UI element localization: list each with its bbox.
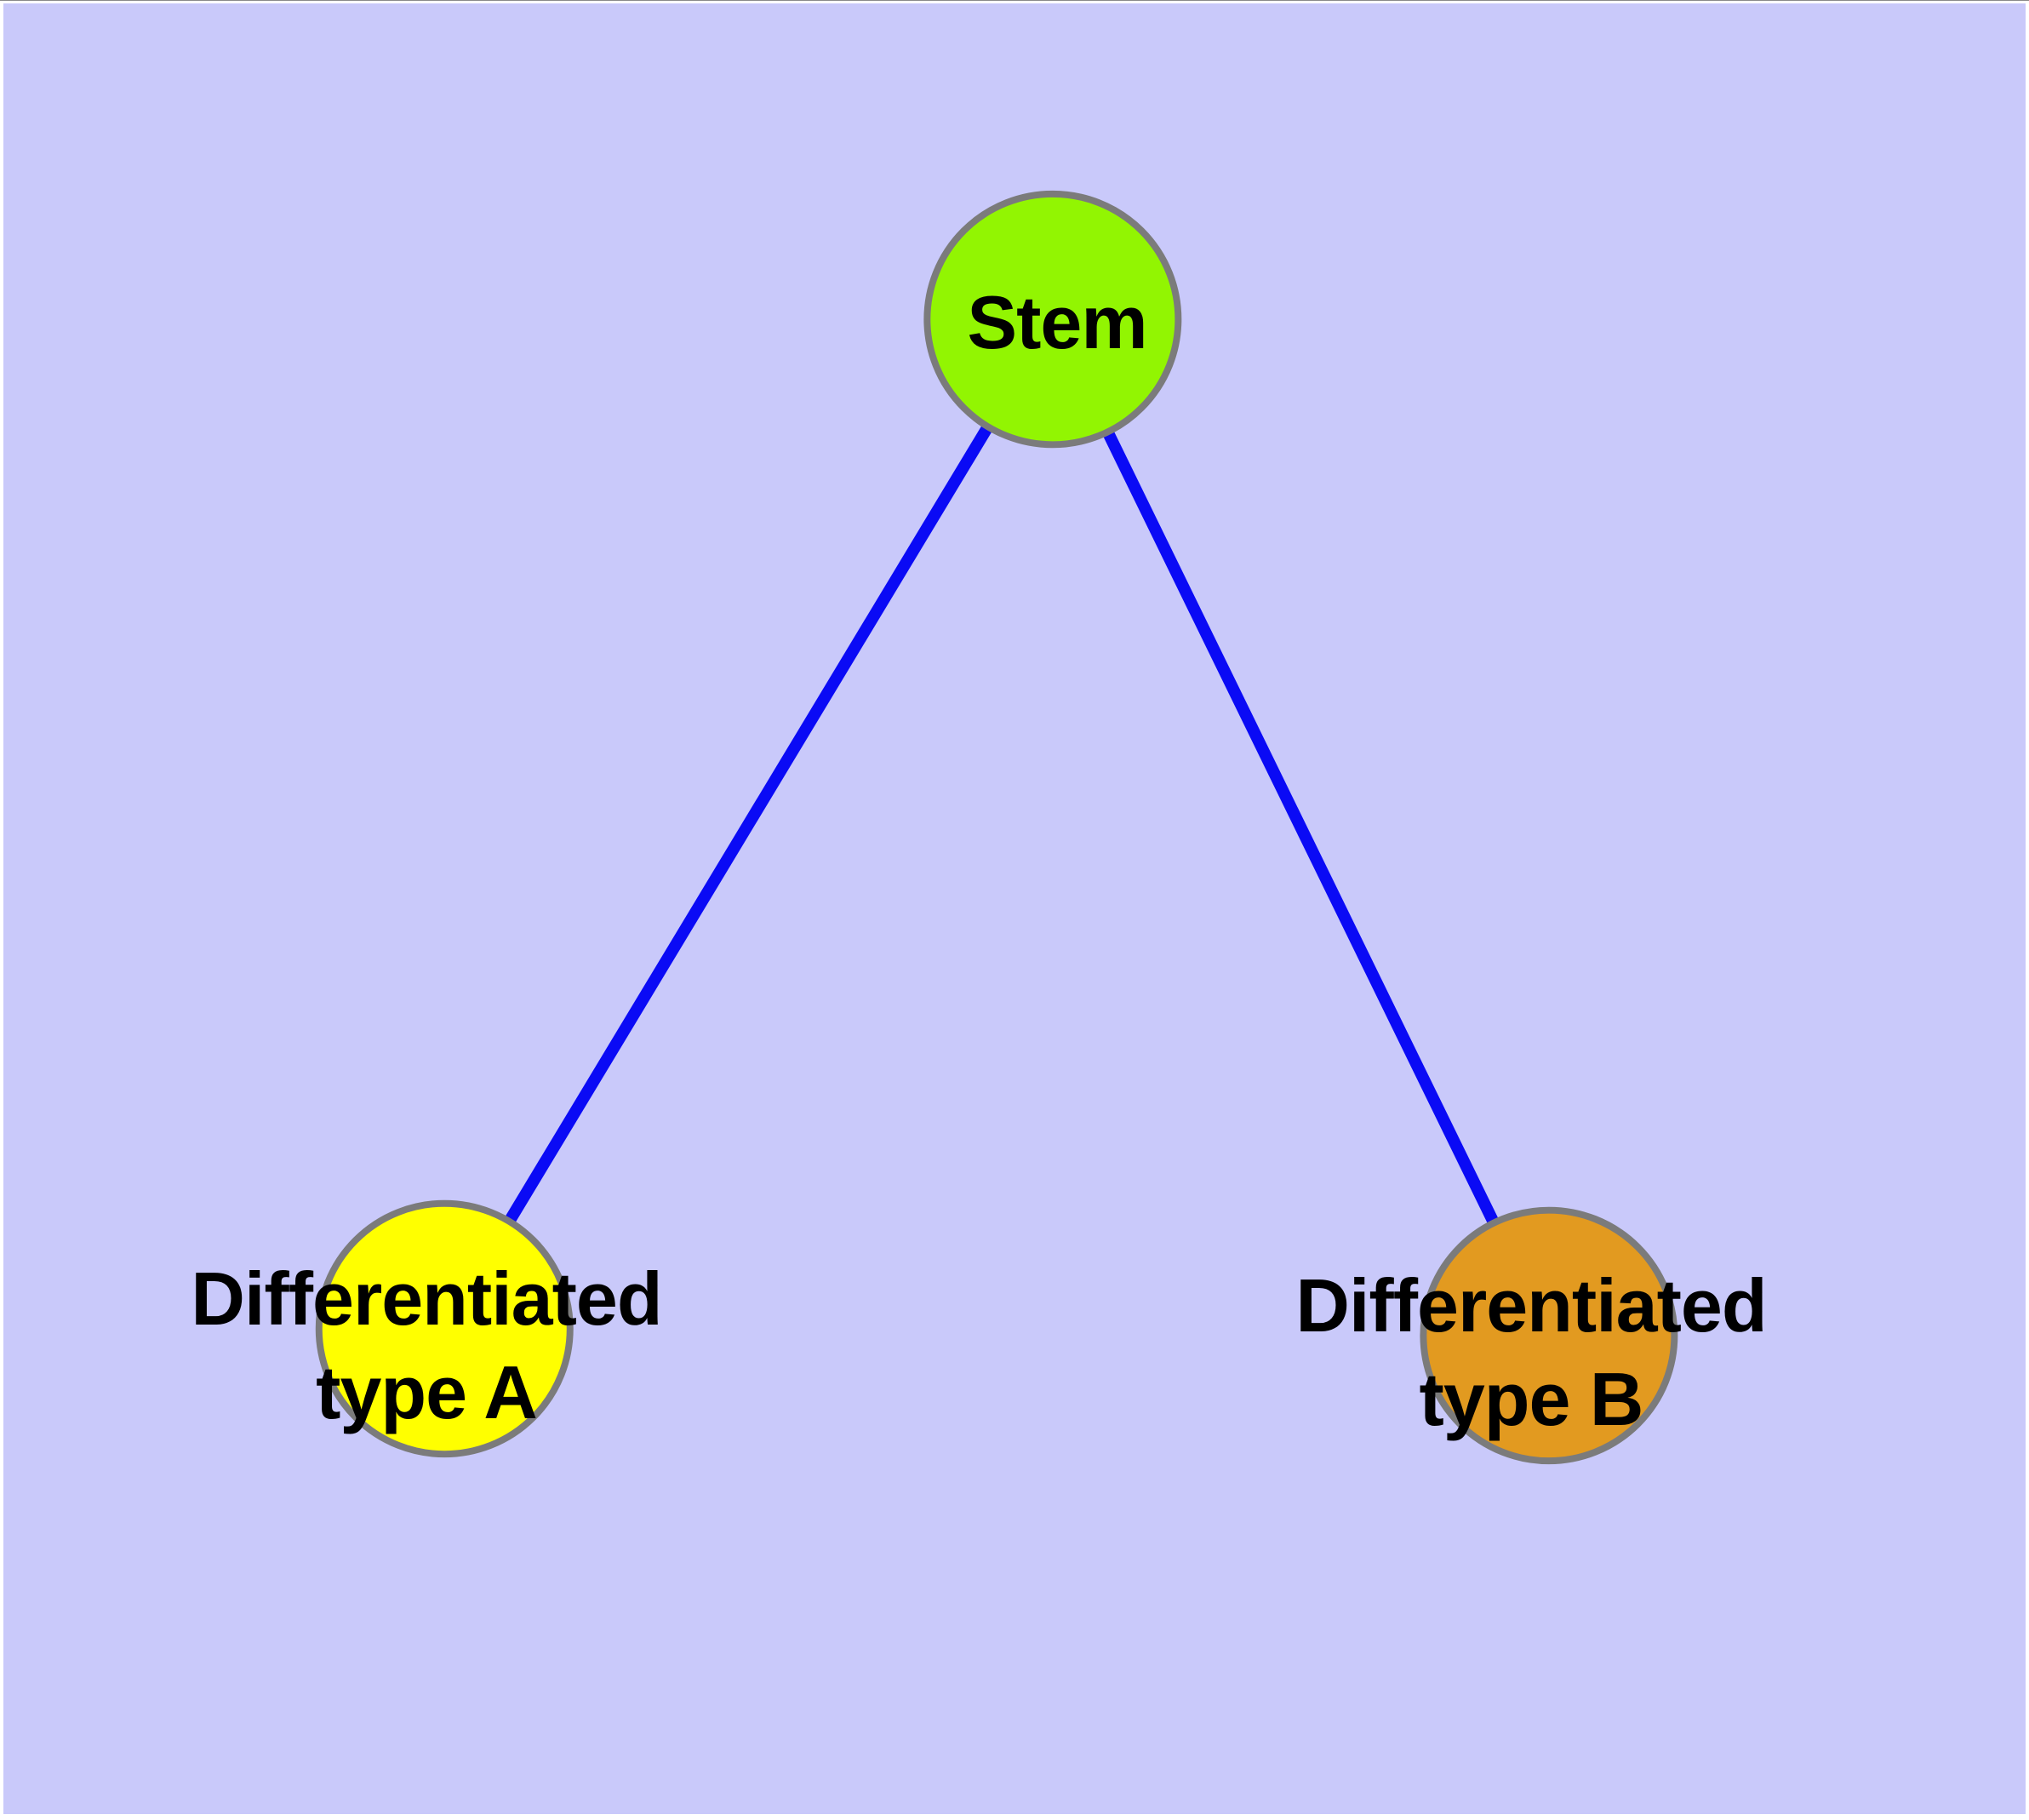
diagram-canvas: Stem Differentiated type A Differentiate… [3, 3, 2026, 1814]
node-differentiated-type-a-label-line-1: Differentiated [191, 1256, 662, 1341]
edge-stem-to-type-a [439, 316, 1058, 1332]
node-stem-circle [923, 190, 1182, 449]
node-differentiated-type-a-circle [315, 1199, 574, 1458]
node-differentiated-type-b-label-line-2: type B [1419, 1357, 1644, 1441]
node-differentiated-type-a-label-line-2: type A [316, 1350, 538, 1434]
node-stem-label-line-1: Stem [967, 280, 1147, 364]
node-differentiated-type-b-label-line-1: Differentiated [1295, 1263, 1767, 1348]
graph-svg [315, 190, 1678, 1465]
node-differentiated-type-b-label: Differentiated type B [1295, 1259, 1767, 1446]
node-differentiated-type-a-label: Differentiated type A [191, 1252, 662, 1439]
node-stem-label: Stem [967, 276, 1147, 369]
node-differentiated-type-b-circle [1420, 1206, 1678, 1465]
edge-stem-to-type-b [1047, 317, 1555, 1338]
